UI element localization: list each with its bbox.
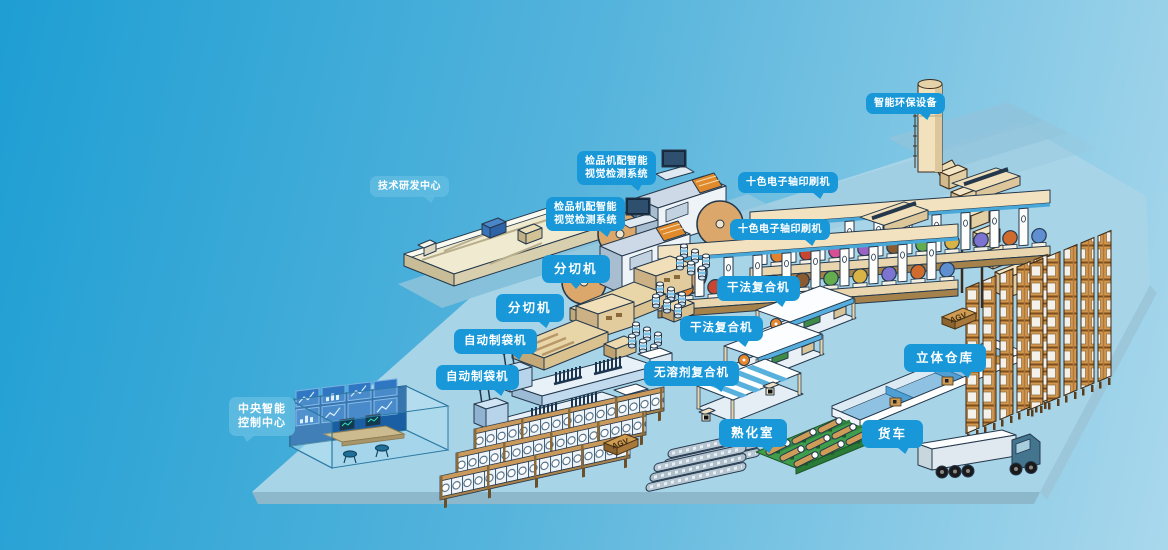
label-curing-room: 熟化室	[719, 419, 787, 448]
label-text: 无溶剂复合机	[654, 367, 729, 379]
label-text: 十色电子轴印刷机	[746, 177, 830, 188]
label-rnd-center: 技术研发中心	[370, 176, 449, 197]
label-text: 干法复合机	[690, 322, 753, 334]
label-text: 自动制袋机	[446, 371, 509, 383]
label-control-center: 中央智能 控制中心	[229, 397, 295, 436]
label-text-line1: 检品机配智能	[554, 202, 617, 213]
label-text: 熟化室	[731, 426, 775, 440]
label-truck: 货车	[862, 420, 924, 449]
label-warehouse: 立体仓库	[904, 344, 987, 373]
label-printing-2: 十色电子轴印刷机	[730, 219, 830, 240]
label-text: 技术研发中心	[378, 181, 441, 192]
label-text: 智能环保设备	[874, 98, 937, 109]
label-dry-laminating-2: 干法复合机	[680, 316, 763, 341]
label-text: 干法复合机	[727, 282, 790, 294]
label-slitting-2: 分切机	[496, 294, 564, 323]
label-text-line1: 检品机配智能	[585, 156, 648, 167]
label-bag-making-2: 自动制袋机	[436, 365, 519, 390]
label-text: 立体仓库	[916, 351, 975, 365]
label-text-line2: 视觉检测系统	[585, 169, 648, 180]
label-text-line1: 中央智能	[238, 403, 286, 415]
label-slitting-1: 分切机	[542, 255, 610, 290]
label-text: 分切机	[554, 262, 598, 276]
label-text-line2: 控制中心	[238, 417, 286, 430]
label-solventless-laminating: 无溶剂复合机	[644, 361, 739, 386]
label-text: 分切机	[508, 301, 552, 315]
label-text: 十色电子轴印刷机	[738, 224, 822, 235]
label-text-line2: 视觉检测系统	[554, 215, 617, 226]
label-dry-laminating-1: 干法复合机	[717, 276, 800, 301]
label-bag-making-1: 自动制袋机	[454, 329, 537, 354]
label-printing-1: 十色电子轴印刷机	[738, 172, 838, 193]
label-env-equipment: 智能环保设备	[866, 93, 945, 114]
label-inspection-1: 检品机配智能 视觉检测系统	[577, 151, 656, 185]
label-inspection-2: 检品机配智能 视觉检测系统	[546, 197, 625, 231]
label-text: 自动制袋机	[464, 335, 527, 347]
label-text: 货车	[878, 427, 908, 441]
